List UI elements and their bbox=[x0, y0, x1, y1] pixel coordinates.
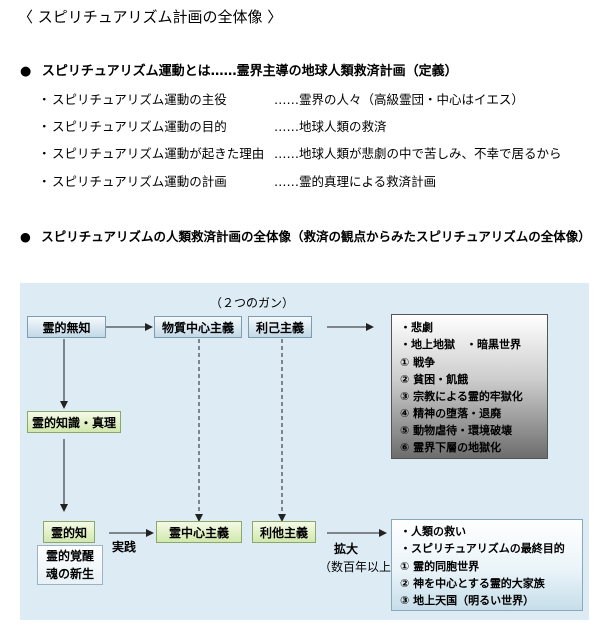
row-value: ……地球人類の救済 bbox=[274, 119, 387, 134]
tragedy-item: ⑥ 霊界下層の地獄化 bbox=[400, 441, 502, 454]
node-materialism: 物質中心主義 bbox=[154, 316, 242, 338]
tragedy-item: ・地上地獄 ・暗黒世界 bbox=[400, 338, 521, 351]
salvation-item: ② 神を中心とする霊的大家族 bbox=[400, 577, 545, 590]
node-altruism: 利他主義 bbox=[252, 521, 316, 543]
node-egoism: 利己主義 bbox=[248, 316, 312, 338]
row-value: ……霊界の人々（高級霊団・中心はイエス） bbox=[274, 92, 524, 107]
expand-duration-label: （数百年以上） bbox=[319, 560, 404, 574]
node-spiritual-knowing: 霊的知 bbox=[43, 521, 95, 543]
bullet-marker: ● bbox=[20, 64, 32, 79]
tragedy-item: ① 戦争 bbox=[400, 356, 436, 369]
section1-heading: ● スピリチュアリズム運動とは……霊界主導の地球人類救済計画（定義） bbox=[20, 60, 458, 79]
salvation-box: ・人類の救い ・スピリチュアリズムの最終目的 ① 霊的同胞世界 ② 神を中心とす… bbox=[391, 519, 583, 611]
tragedy-item: ③ 宗教による霊的牢獄化 bbox=[400, 390, 523, 403]
salvation-item: ③ 地上天国（明るい世界） bbox=[400, 594, 535, 607]
section2-heading-text: スピリチュアリズムの人類救済計画の全体像（救済の観点からみたスピリチュアリズムの… bbox=[41, 229, 591, 244]
row-label: スピリチュアリズム運動が起きた理由 bbox=[52, 146, 265, 161]
tragedy-box: ・悲劇 ・地上地獄 ・暗黒世界 ① 戦争 ② 貧困・飢餓 ③ 宗教による霊的牢獄… bbox=[391, 314, 548, 459]
tragedy-item: ② 貧困・飢餓 bbox=[400, 373, 469, 386]
expand-label: 拡大 bbox=[334, 542, 359, 556]
node-spiritual-knowledge: 霊的知識・真理 bbox=[27, 411, 121, 433]
tragedy-item: ・悲劇 bbox=[400, 321, 433, 334]
node-spirit-centrism: 霊中心主義 bbox=[156, 521, 242, 543]
tragedy-item: ⑤ 動物虐待・環境破壊 bbox=[400, 424, 513, 437]
node-spiritual-awakening: 霊的覚醒 魂の新生 bbox=[37, 545, 103, 585]
awakening-line-2: 魂の新生 bbox=[45, 567, 94, 581]
section1-heading-text: スピリチュアリズム運動とは……霊界主導の地球人類救済計画（定義） bbox=[41, 64, 458, 79]
row-value: ……霊的真理による救済計画 bbox=[274, 174, 437, 189]
salvation-plan-diagram: （２つのガン） 霊的無知 物質中心主義 利己主義 霊的知識・真理 霊的知 霊的覚… bbox=[20, 283, 589, 620]
section2-heading: ● スピリチュアリズムの人類救済計画の全体像（救済の観点からみたスピリチュアリズ… bbox=[20, 226, 591, 245]
row-dot: ・ bbox=[38, 174, 51, 189]
bullet-marker: ● bbox=[20, 229, 31, 244]
node-spiritual-ignorance: 霊的無知 bbox=[27, 316, 106, 338]
salvation-item: ① 霊的同胞世界 bbox=[400, 560, 480, 573]
row-label: スピリチュアリズム運動の主役 bbox=[52, 92, 227, 107]
diagram-connectors bbox=[60, 323, 387, 537]
row-value: ……地球人類が悲劇の中で苦しみ、不幸で居るから bbox=[274, 146, 562, 161]
row-label: スピリチュアリズム運動の目的 bbox=[52, 119, 227, 134]
row-dot: ・ bbox=[38, 119, 51, 134]
row-dot: ・ bbox=[38, 146, 51, 161]
row-label: スピリチュアリズム運動の計画 bbox=[52, 174, 227, 189]
salvation-item: ・人類の救い bbox=[400, 525, 466, 538]
practice-label: 実践 bbox=[112, 540, 137, 554]
page-title: 〈 スピリチュアリズム計画の全体像 〉 bbox=[18, 8, 283, 26]
salvation-item: ・スピリチュアリズムの最終目的 bbox=[400, 542, 565, 555]
awakening-line-1: 霊的覚醒 bbox=[45, 549, 94, 563]
row-dot: ・ bbox=[38, 92, 51, 107]
tragedy-item: ④ 精神の堕落・退廃 bbox=[400, 407, 502, 420]
two-cancers-label: （２つのガン） bbox=[210, 296, 295, 310]
